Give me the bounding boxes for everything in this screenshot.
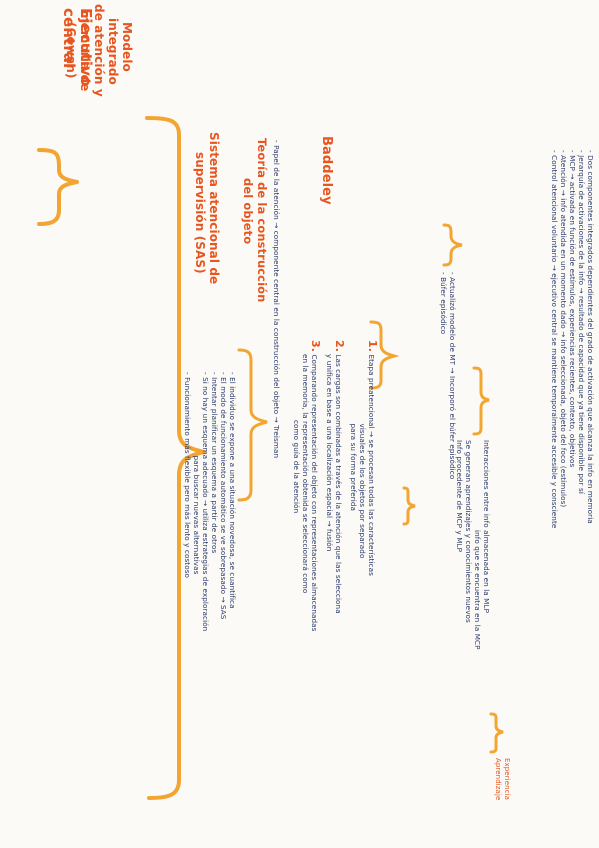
teoria-item: 3. Comparando representación del objeto … xyxy=(292,340,322,632)
modelo-side-line: Aprendizaje xyxy=(494,758,502,801)
sas-line: - Intentar planificar un esquema a parti… xyxy=(210,372,219,554)
item-line: como guía de la atención xyxy=(292,420,301,514)
baddeley-sub: Interacciones entre info almacenada en l… xyxy=(455,440,491,650)
heading-sas: Sistema atencional de supervisión (SAS) xyxy=(193,132,221,284)
item-line: en la memoria, la representación obtenid… xyxy=(301,354,310,594)
heading-sas-line-1: Sistema atencional de xyxy=(207,132,221,285)
sas-line: - El modo de funcionamiento automático s… xyxy=(219,372,228,620)
baddeley-line: Interacciones entre info almacenada en l… xyxy=(482,440,491,614)
heading-teoria-line-1: Teoría de la construcción xyxy=(255,138,269,303)
modelo-notes: - Dos componentes integrados dependiente… xyxy=(550,150,595,790)
modelo-line: - Dos componentes integrados dependiente… xyxy=(586,150,595,524)
modelo-side-line: Experiencia xyxy=(503,758,511,801)
item-line: visuales de los objetos por separado xyxy=(358,340,367,559)
teoria-item: 1. Etapa preatencional → se procesan tod… xyxy=(349,340,379,632)
heading-baddeley: Baddeley xyxy=(319,136,334,205)
sas-line: - Funcionamiento más flexible pero más l… xyxy=(183,372,192,579)
item-number: 3. xyxy=(309,340,322,353)
heading-modelo-line-5: (Cowan) xyxy=(64,22,78,79)
heading-teoria-objeto: Teoría de la construcción del objeto xyxy=(241,138,269,302)
modelo-line: - Jerarquía de activaciones de la info →… xyxy=(577,150,586,494)
modelo-side: Experiencia Aprendizaje xyxy=(493,758,511,800)
item-number: 2. xyxy=(333,340,346,353)
modelo-line: - Control atencional voluntario → ejecut… xyxy=(550,150,559,529)
sas-notes: - El individuo se expone a una situación… xyxy=(183,372,237,631)
modelo-line: - Atención → info atendida en un momento… xyxy=(559,150,568,508)
teoria-items: 1. Etapa preatencional → se procesan tod… xyxy=(292,340,379,632)
heading-modelo-line-4: memoria de xyxy=(78,10,92,92)
heading-modelo-line-2: integrado xyxy=(106,18,120,85)
teoria-item: 2. Las cargas son combinadas a través de… xyxy=(325,340,346,632)
baddeley-line: Se generan aprendizajes y conocimientos … xyxy=(464,440,473,623)
item-line: y unifica en base a una localización esp… xyxy=(325,354,334,552)
baddeley-line: info que se encuentra en la MCP xyxy=(473,530,482,650)
item-line: Las cargas son combinadas a través de la… xyxy=(334,354,343,614)
teoria-intro: - Papel de la atención → componente cent… xyxy=(272,140,281,459)
heading-teoria-line-2: del objeto xyxy=(241,178,255,245)
baddeley-line: - Búfer episódico xyxy=(439,272,448,335)
sas-line: - Si no hay un esquema adecuado → utiliz… xyxy=(201,372,210,632)
baddeley-line: Info procedente de MCP y MLP xyxy=(455,440,464,553)
modelo-line: - MCP → activada en función de estímulos… xyxy=(568,150,577,468)
sas-line: para buscar nuevas alternativas xyxy=(192,372,201,575)
item-number: 1. xyxy=(366,340,379,353)
heading-modelo-line-3: de atención y xyxy=(92,4,106,97)
heading-sas-line-2: supervisión (SAS) xyxy=(193,152,207,274)
sas-line: - El individuo se expone a una situación… xyxy=(228,372,237,609)
item-line: Comparando representación del objeto con… xyxy=(310,354,319,632)
item-line: para su forma preferida xyxy=(349,340,358,512)
heading-modelo: Modelo integrado de atención y memoria d… xyxy=(14,4,134,134)
heading-modelo-line-1: Modelo xyxy=(120,22,134,72)
item-line: Etapa preatencional → se procesan todas … xyxy=(367,354,376,576)
